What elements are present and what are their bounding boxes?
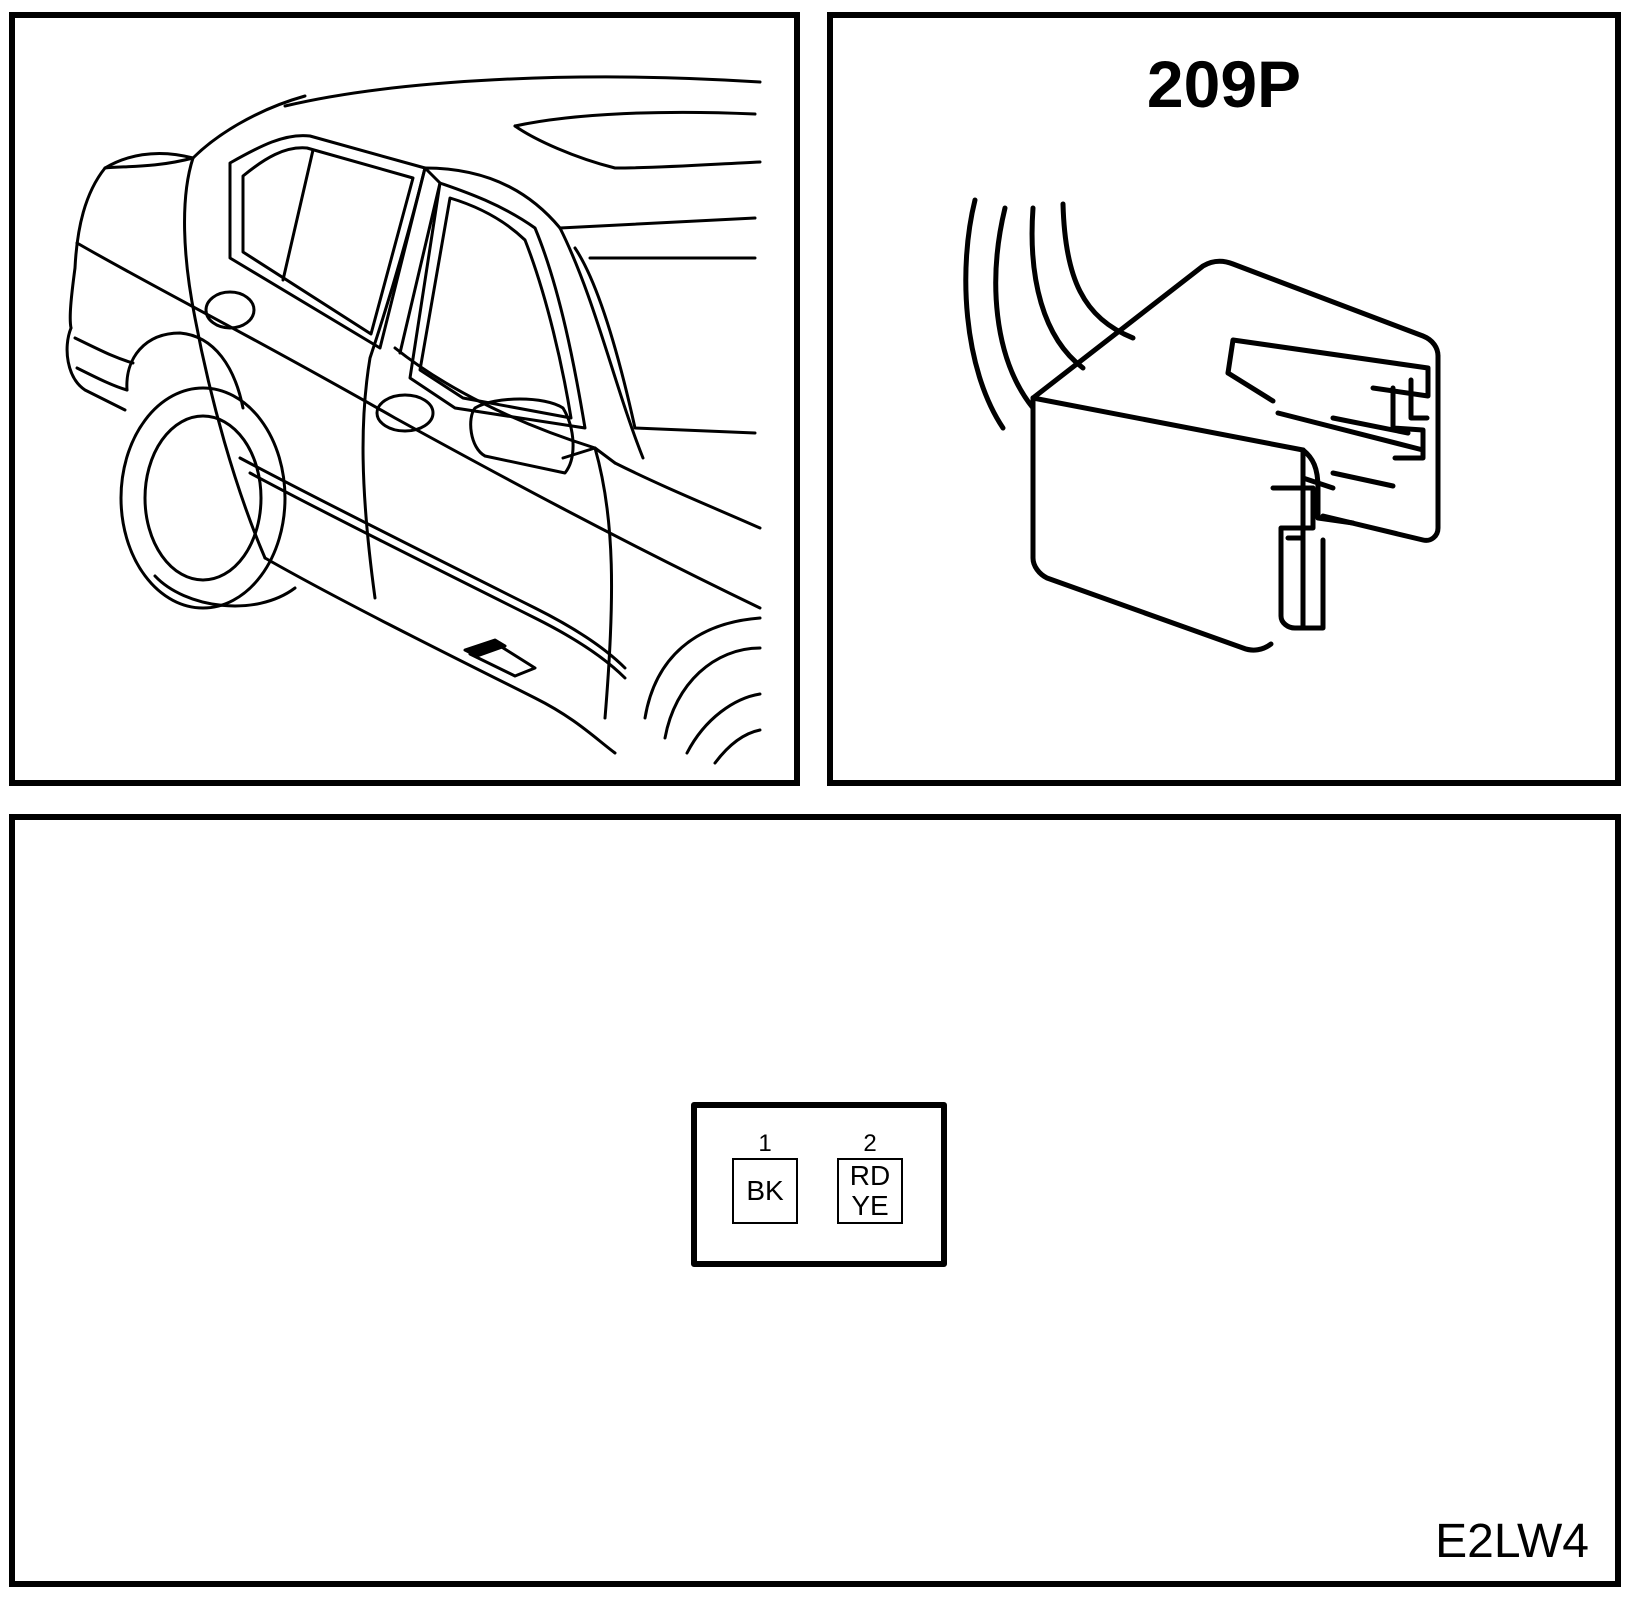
connector-id-label: 209P [1146, 47, 1302, 121]
wire-color-label: BK [746, 1175, 784, 1206]
pin-1: 1 BK [732, 1132, 798, 1224]
vehicle-location-panel [9, 12, 800, 786]
pin-2: 2 RD YE [837, 1132, 903, 1224]
connector-illustration-panel: 209P [827, 12, 1621, 786]
wire-color-label: YE [851, 1190, 889, 1221]
pinout-panel: 1 BK 2 RD YE E2LW4 [9, 814, 1621, 1587]
car-side-illustration [65, 75, 762, 765]
pin-number: 1 [758, 1130, 772, 1157]
wire-color-label: RD [849, 1160, 891, 1191]
connector-illustration [963, 197, 1441, 653]
pin-wire-color: RD YE [837, 1158, 903, 1224]
connector-face: 1 BK 2 RD YE [691, 1102, 947, 1267]
pin-number: 2 [863, 1130, 877, 1157]
pin-wire-color: BK [732, 1158, 798, 1224]
diagram-code: E2LW4 [1435, 1515, 1589, 1568]
